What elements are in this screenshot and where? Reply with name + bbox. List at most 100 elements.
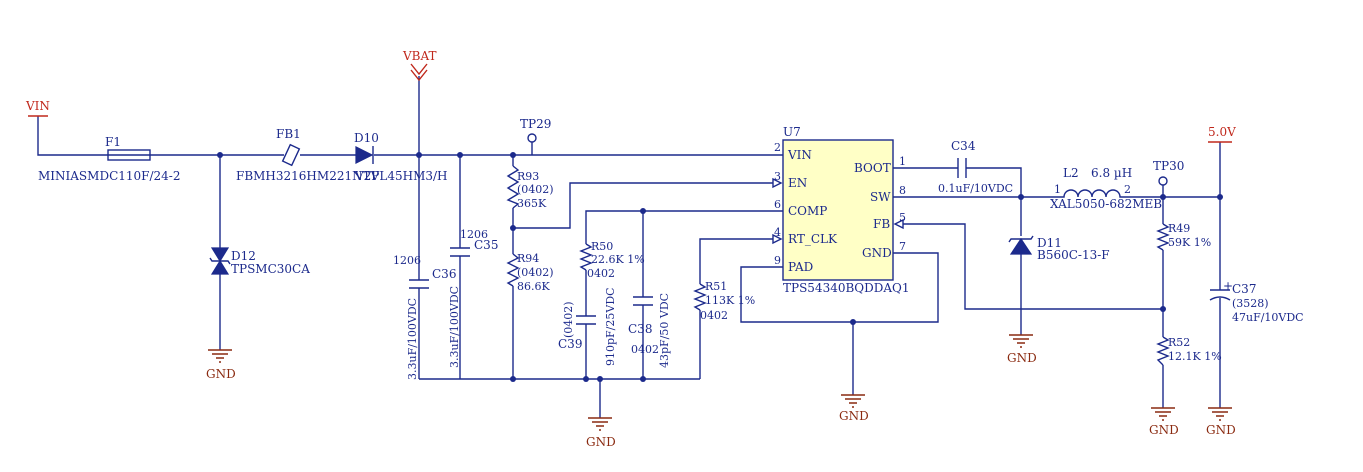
svg-text:0402: 0402 xyxy=(631,343,659,356)
svg-text:GND: GND xyxy=(1007,351,1037,365)
vin-port: VIN xyxy=(25,99,50,117)
svg-text:D12: D12 xyxy=(231,249,256,263)
svg-text:86.6K: 86.6K xyxy=(517,280,550,293)
svg-text:RT_CLK: RT_CLK xyxy=(788,232,838,246)
junctions xyxy=(217,152,1223,382)
svg-text:6: 6 xyxy=(774,198,781,211)
capacitor-c37: + C37 (3528) 47uF/10VDC xyxy=(1209,279,1304,324)
fuse-f1: F1 MINIASMDC110F/24-2 xyxy=(38,135,180,183)
svg-text:L2: L2 xyxy=(1063,166,1079,180)
svg-text:C36: C36 xyxy=(432,267,456,281)
resistor-r52: R52 12.1K 1% xyxy=(1156,336,1222,366)
svg-text:43pF/50 VDC: 43pF/50 VDC xyxy=(658,293,671,368)
svg-text:C37: C37 xyxy=(1232,282,1256,296)
svg-text:SW: SW xyxy=(870,190,891,204)
svg-text:GND: GND xyxy=(206,367,236,381)
svg-text:5: 5 xyxy=(899,211,906,224)
svg-text:1206: 1206 xyxy=(393,254,421,267)
svg-text:XAL5050-682MEB: XAL5050-682MEB xyxy=(1050,197,1162,211)
svg-text:GND: GND xyxy=(1206,423,1236,437)
svg-text:6.8 µH: 6.8 µH xyxy=(1091,166,1132,180)
v5-port: 5.0V xyxy=(1208,125,1236,143)
svg-text:EN: EN xyxy=(788,176,807,190)
resistor-r50: R50 22.6K 1% 0402 xyxy=(579,240,645,280)
svg-text:R94: R94 xyxy=(517,252,539,265)
svg-text:(0402): (0402) xyxy=(562,301,575,338)
gnd-symbol-d11: GND xyxy=(1007,334,1037,365)
svg-text:R51: R51 xyxy=(705,280,727,293)
svg-text:0.1uF/10VDC: 0.1uF/10VDC xyxy=(938,182,1013,195)
svg-text:12.1K 1%: 12.1K 1% xyxy=(1168,350,1222,363)
svg-text:TPSMC30CA: TPSMC30CA xyxy=(231,262,310,276)
vbat-port: VBAT xyxy=(402,49,437,82)
resistor-r93: R93 (0402) 365K xyxy=(506,165,554,210)
svg-text:D10: D10 xyxy=(354,131,379,145)
ic-u7: U7 TPS54340BQDDAQ1 2 VIN 3 EN 6 COMP 4 R… xyxy=(772,125,910,295)
svg-text:113K 1%: 113K 1% xyxy=(705,294,755,307)
svg-text:59K 1%: 59K 1% xyxy=(1168,236,1211,249)
svg-text:1: 1 xyxy=(1054,183,1061,196)
resistor-r51: R51 113K 1% 0402 xyxy=(693,280,755,322)
wires xyxy=(37,76,1221,418)
tp30-label: TP30 xyxy=(1153,159,1184,173)
svg-text:(3528): (3528) xyxy=(1232,297,1269,310)
svg-text:365K: 365K xyxy=(517,197,547,210)
vbat-label: VBAT xyxy=(402,49,437,63)
tp30-testpoint: TP30 xyxy=(1153,159,1184,186)
tp29-testpoint: TP29 xyxy=(520,117,551,143)
gnd-symbol-d12: GND xyxy=(206,349,236,381)
svg-text:GND: GND xyxy=(862,246,892,260)
v5-label: 5.0V xyxy=(1208,125,1236,139)
resistor-r94: R94 (0402) 86.6K xyxy=(506,252,554,293)
svg-text:1206: 1206 xyxy=(460,228,488,241)
diode-d10: D10 V2PL45HM3/H xyxy=(354,131,448,183)
capacitor-c39: (0402) C39 910pF/25VDC xyxy=(558,287,617,366)
svg-text:8: 8 xyxy=(899,184,906,197)
svg-text:3: 3 xyxy=(774,170,781,183)
svg-text:1: 1 xyxy=(899,155,906,168)
svg-text:R49: R49 xyxy=(1168,222,1190,235)
ferrite-fb1: FB1 FBMH3216HM221NTV xyxy=(236,127,380,183)
capacitor-c35: 1206 C35 3.3uF/100VDC xyxy=(448,228,498,368)
svg-text:2: 2 xyxy=(774,141,781,154)
svg-text:GND: GND xyxy=(839,409,869,423)
svg-text:R93: R93 xyxy=(517,170,539,183)
svg-text:C39: C39 xyxy=(558,337,582,351)
svg-text:MINIASMDC110F/24-2: MINIASMDC110F/24-2 xyxy=(38,169,180,183)
svg-text:R52: R52 xyxy=(1168,336,1190,349)
inductor-l2: L2 6.8 µH 1 2 XAL5050-682MEB xyxy=(1050,166,1162,211)
capacitor-c36: 1206 C36 3.3uF/100VDC xyxy=(393,254,456,380)
svg-text:FB: FB xyxy=(873,217,890,231)
svg-text:C35: C35 xyxy=(474,238,498,252)
gnd-symbol-u7: GND xyxy=(839,394,869,423)
resistor-r49: R49 59K 1% xyxy=(1156,222,1211,251)
svg-text:+: + xyxy=(1223,279,1233,293)
svg-text:2: 2 xyxy=(1124,183,1131,196)
capacitor-c34: C34 0.1uF/10VDC xyxy=(938,139,1013,195)
svg-text:FB1: FB1 xyxy=(276,127,301,141)
svg-text:7: 7 xyxy=(899,240,906,253)
svg-text:47uF/10VDC: 47uF/10VDC xyxy=(1232,311,1304,324)
svg-text:FBMH3216HM221NTV: FBMH3216HM221NTV xyxy=(236,169,380,183)
svg-text:3.3uF/100VDC: 3.3uF/100VDC xyxy=(406,298,419,380)
svg-text:22.6K 1%: 22.6K 1% xyxy=(591,253,645,266)
svg-text:PAD: PAD xyxy=(788,260,813,274)
svg-text:TPS54340BQDDAQ1: TPS54340BQDDAQ1 xyxy=(783,281,910,295)
svg-text:C34: C34 xyxy=(951,139,976,153)
vin-label: VIN xyxy=(25,99,50,113)
svg-text:R50: R50 xyxy=(591,240,613,253)
gnd-symbol-r52: GND xyxy=(1149,407,1179,437)
svg-text:B560C-13-F: B560C-13-F xyxy=(1037,248,1110,262)
svg-text:U7: U7 xyxy=(783,125,801,139)
svg-text:C38: C38 xyxy=(628,322,652,336)
svg-text:4: 4 xyxy=(774,226,781,239)
svg-text:9: 9 xyxy=(774,254,781,267)
gnd-symbol-main: GND xyxy=(586,417,616,449)
svg-text:F1: F1 xyxy=(105,135,121,149)
svg-text:V2PL45HM3/H: V2PL45HM3/H xyxy=(354,169,448,183)
svg-text:GND: GND xyxy=(1149,423,1179,437)
svg-text:GND: GND xyxy=(586,435,616,449)
svg-text:D11: D11 xyxy=(1037,236,1062,250)
gnd-symbol-c37: GND xyxy=(1206,407,1236,437)
